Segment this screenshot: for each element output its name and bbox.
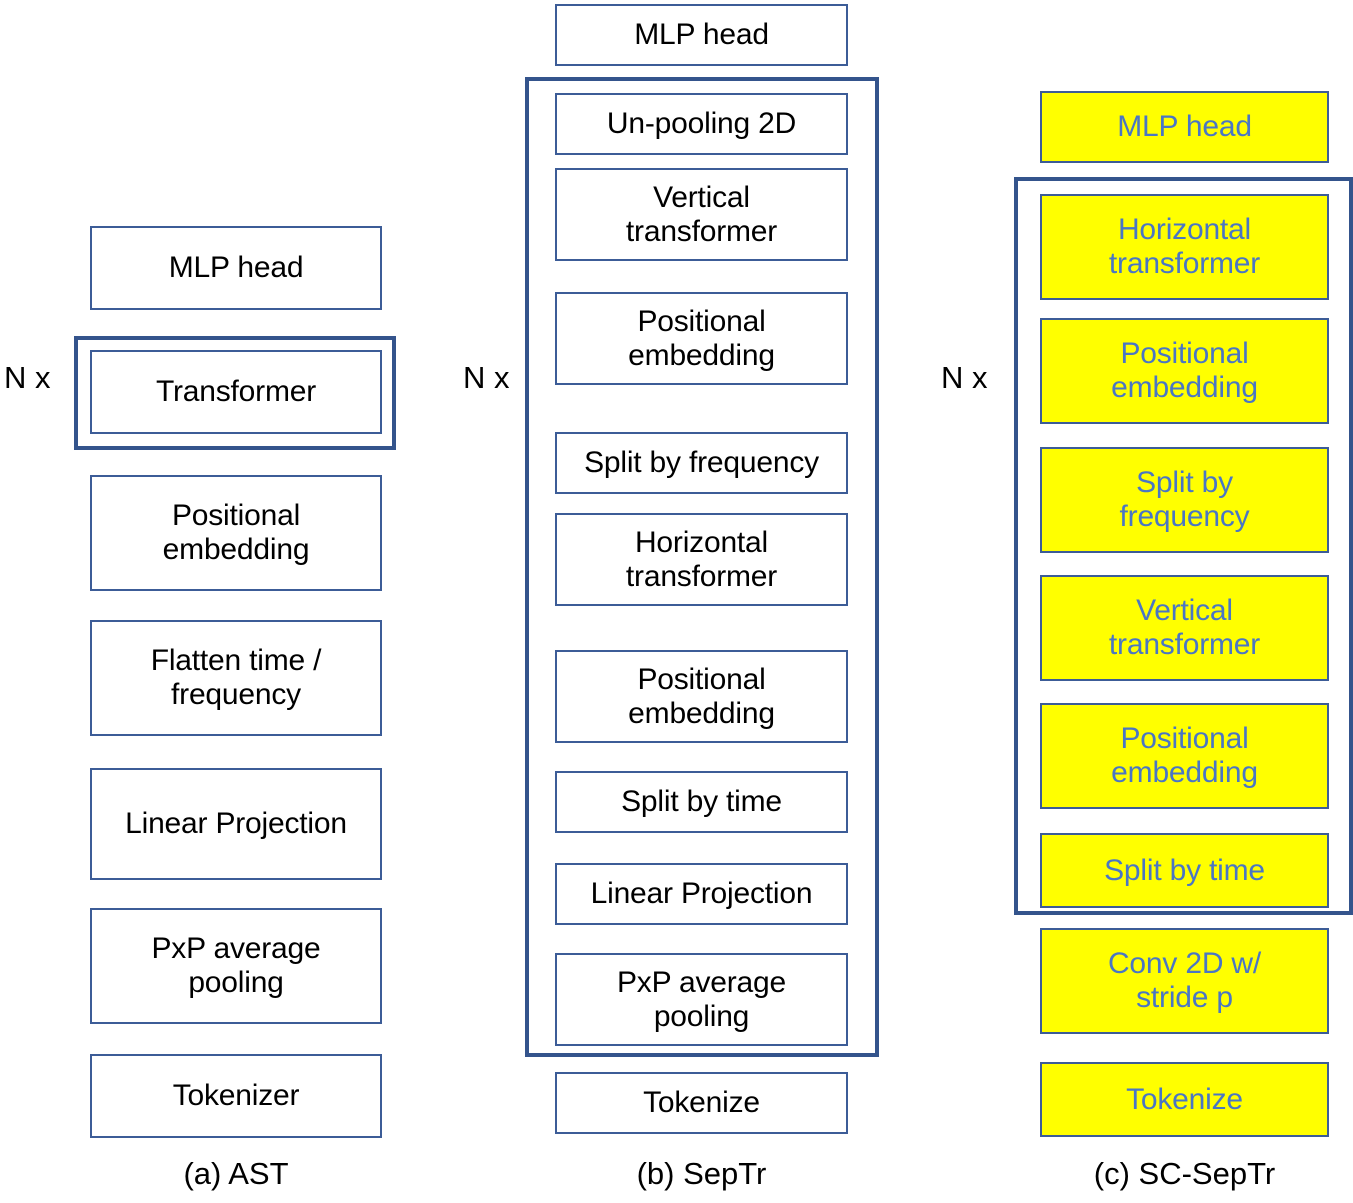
block-septr-pxp-average-pooling[interactable]: PxP average pooling bbox=[555, 953, 848, 1046]
block-label: Vertical transformer bbox=[1108, 594, 1261, 661]
block-label: Horizontal transformer bbox=[1108, 213, 1261, 280]
block-label: Positional embedding bbox=[162, 499, 310, 566]
block-septr-linear-projection[interactable]: Linear Projection bbox=[555, 863, 848, 925]
block-label: Split by frequency bbox=[584, 446, 819, 480]
block-septr-tokenize[interactable]: Tokenize bbox=[555, 1072, 848, 1134]
block-sc-septr-vertical-transformer[interactable]: Vertical transformer bbox=[1040, 575, 1329, 681]
block-label: Flatten time / frequency bbox=[150, 644, 322, 711]
block-ast-pxp-average-pooling[interactable]: PxP average pooling bbox=[90, 908, 382, 1024]
block-label: Positional embedding bbox=[628, 662, 775, 730]
block-label: Split by time bbox=[621, 785, 782, 819]
block-label: Horizontal transformer bbox=[625, 525, 778, 593]
block-label: MLP head bbox=[1117, 110, 1252, 144]
block-ast-tokenizer[interactable]: Tokenizer bbox=[90, 1054, 382, 1138]
block-label: Split by time bbox=[1104, 853, 1265, 887]
block-label: Linear Projection bbox=[125, 807, 347, 841]
block-label: Positional embedding bbox=[1111, 722, 1258, 789]
repeat-label-ast: N x bbox=[4, 360, 51, 395]
block-label: Tokenize bbox=[643, 1086, 760, 1120]
block-sc-septr-positional-embedding-1[interactable]: Positional embedding bbox=[1040, 318, 1329, 424]
block-ast-mlp-head[interactable]: MLP head bbox=[90, 226, 382, 310]
block-ast-transformer[interactable]: Transformer bbox=[90, 350, 382, 434]
block-label: Conv 2D w/ stride p bbox=[1107, 947, 1262, 1014]
block-sc-septr-split-by-time[interactable]: Split by time bbox=[1040, 833, 1329, 908]
block-label: Linear Projection bbox=[590, 877, 813, 911]
block-septr-mlp-head[interactable]: MLP head bbox=[555, 4, 848, 66]
block-label: Un-pooling 2D bbox=[606, 107, 797, 141]
block-sc-septr-mlp-head[interactable]: MLP head bbox=[1040, 91, 1329, 163]
block-ast-positional-embedding[interactable]: Positional embedding bbox=[90, 475, 382, 591]
repeat-label-sc-septr: N x bbox=[941, 360, 988, 395]
caption-ast: (a) AST bbox=[183, 1156, 289, 1191]
block-label: Positional embedding bbox=[1111, 337, 1258, 404]
block-sc-septr-split-by-frequency[interactable]: Split by frequency bbox=[1040, 447, 1329, 553]
block-sc-septr-horizontal-transformer[interactable]: Horizontal transformer bbox=[1040, 194, 1329, 300]
block-label: PxP average pooling bbox=[151, 932, 321, 999]
block-label: Positional embedding bbox=[628, 304, 775, 372]
block-sc-septr-tokenize[interactable]: Tokenize bbox=[1040, 1062, 1329, 1137]
block-label: MLP head bbox=[634, 18, 769, 52]
caption-septr: (b) SepTr bbox=[636, 1156, 767, 1191]
block-septr-positional-embedding-2[interactable]: Positional embedding bbox=[555, 650, 848, 743]
block-ast-linear-projection[interactable]: Linear Projection bbox=[90, 768, 382, 880]
block-septr-horizontal-transformer[interactable]: Horizontal transformer bbox=[555, 513, 848, 606]
block-septr-vertical-transformer[interactable]: Vertical transformer bbox=[555, 168, 848, 261]
block-sc-septr-positional-embedding-2[interactable]: Positional embedding bbox=[1040, 703, 1329, 809]
caption-sc-septr: (c) SC-SepTr bbox=[1093, 1156, 1276, 1191]
block-ast-flatten-time-frequency[interactable]: Flatten time / frequency bbox=[90, 620, 382, 736]
block-label: Tokenizer bbox=[172, 1079, 300, 1113]
block-label: PxP average pooling bbox=[616, 965, 787, 1033]
block-label: MLP head bbox=[168, 251, 304, 285]
repeat-label-septr: N x bbox=[463, 360, 510, 395]
block-septr-un-pooling-2d[interactable]: Un-pooling 2D bbox=[555, 93, 848, 155]
block-label: Transformer bbox=[155, 375, 317, 409]
block-label: Tokenize bbox=[1126, 1082, 1243, 1116]
block-septr-positional-embedding-1[interactable]: Positional embedding bbox=[555, 292, 848, 385]
block-sc-septr-conv-2d-stride-p[interactable]: Conv 2D w/ stride p bbox=[1040, 928, 1329, 1034]
block-septr-split-by-time[interactable]: Split by time bbox=[555, 771, 848, 833]
block-septr-split-by-frequency[interactable]: Split by frequency bbox=[555, 432, 848, 494]
block-label: Split by frequency bbox=[1119, 466, 1250, 533]
block-label: Vertical transformer bbox=[625, 180, 778, 248]
